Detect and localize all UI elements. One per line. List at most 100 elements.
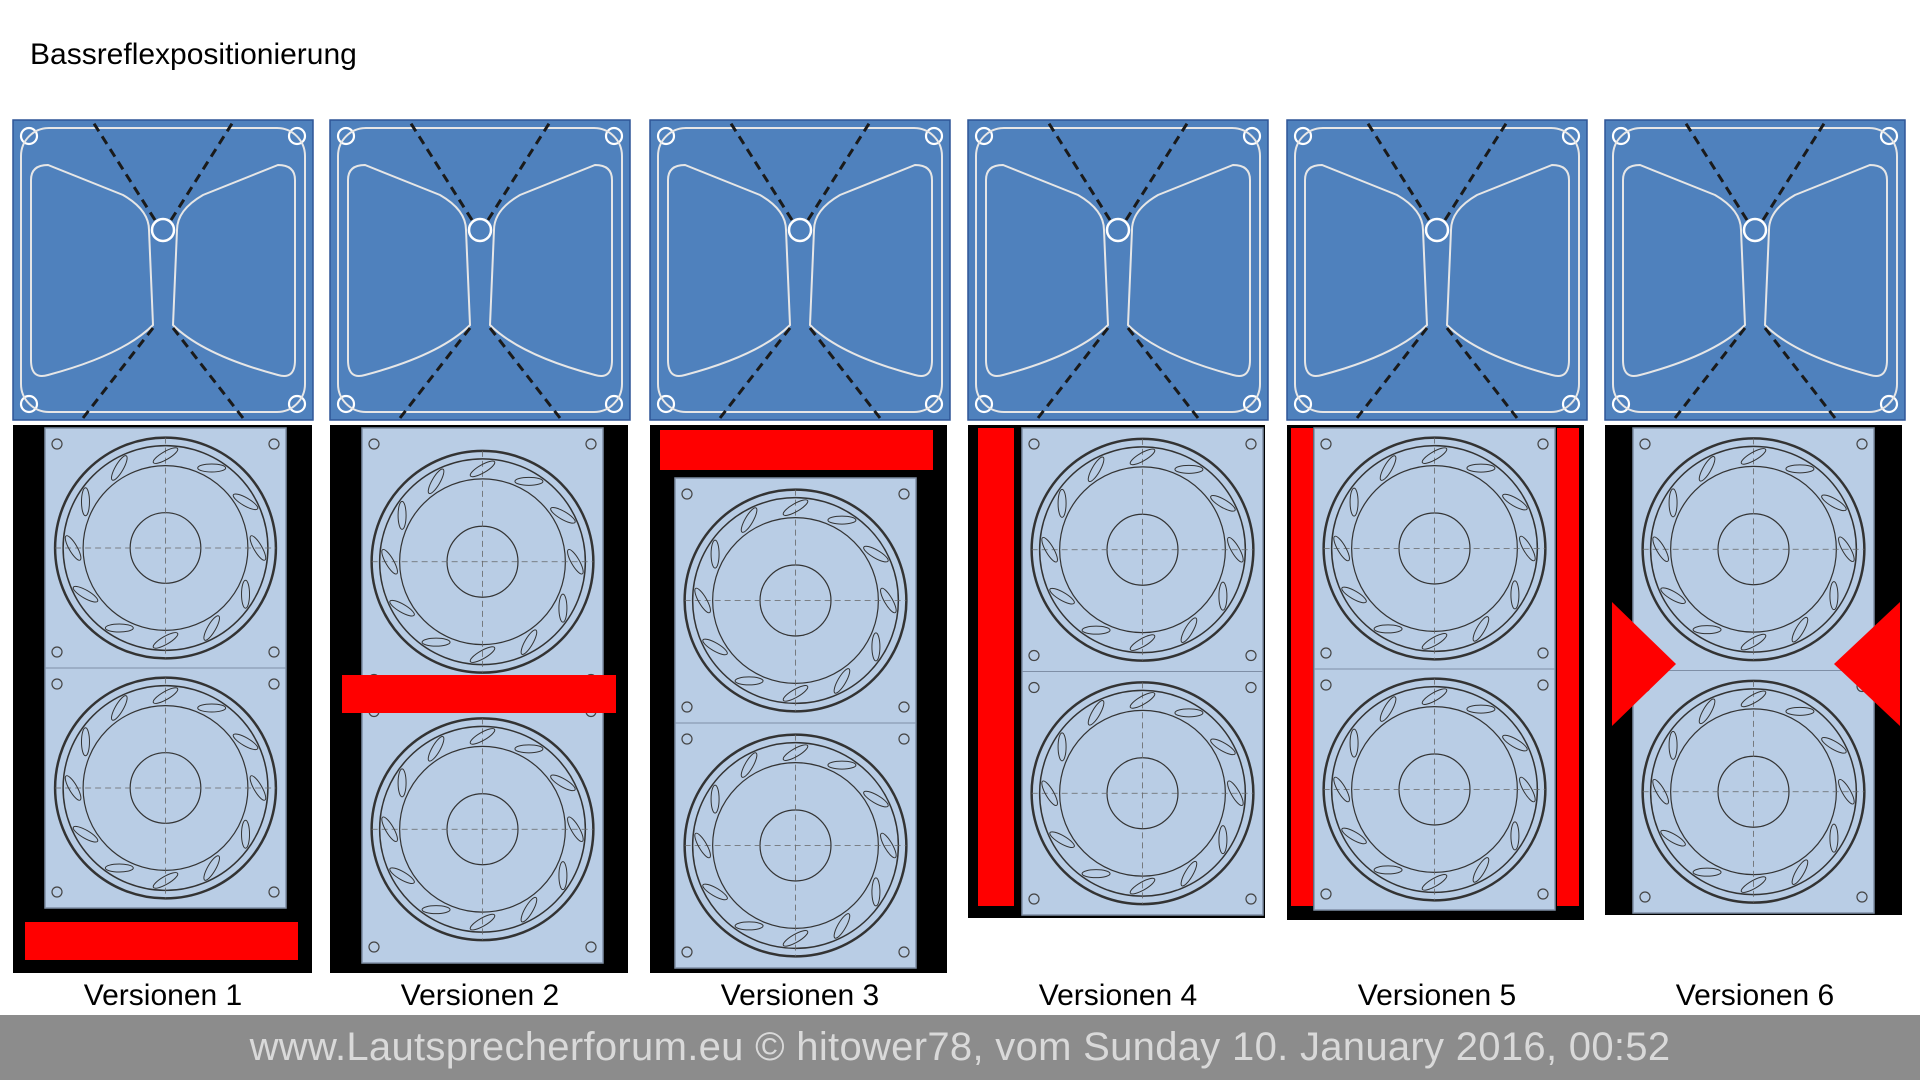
surround-fin [1421,874,1448,891]
surround-fin [1057,732,1067,762]
spoke-dashed-line [398,327,472,419]
screw-hole-icon [51,646,63,658]
hub-circle-icon [467,217,493,243]
surround-fin [1660,829,1686,847]
surround-fin [469,460,496,478]
screw-hole-icon [1028,681,1040,694]
surround-fin [1174,464,1204,474]
surround-fin [104,863,134,873]
spoke-dashed-line [1761,121,1827,221]
surround-fin [1510,821,1520,851]
mount-hole-icon [1561,394,1581,414]
spoke-dashed-line [806,121,872,221]
screw-hole-icon [1245,893,1257,905]
surround-fin [1379,455,1397,481]
screw-hole-icon [681,946,693,958]
driver-panel-v3 [674,477,917,969]
surround-fin [1740,876,1767,893]
surround-fin [1379,696,1397,722]
surround-fin [1227,780,1244,807]
frame-bowtie-outline [1622,163,1888,377]
woofer-driver [370,717,595,942]
surround-fin [1129,634,1156,651]
surround-fin [1341,586,1367,604]
screw-hole-icon [1028,893,1040,905]
surround-fin [1129,448,1156,466]
surround-fin [871,877,881,907]
surround-fin [152,632,179,649]
surround-fin [421,637,451,647]
surround-fin [567,816,584,843]
surround-fin [1081,869,1111,879]
surround-fin [514,476,544,486]
surround-fin [1785,706,1815,716]
surround-fin [1466,463,1496,473]
woofer-driver [1641,437,1866,662]
surround-fin [381,548,398,575]
bassreflex-port-v5 [1291,428,1313,906]
mount-hole-icon [336,394,356,414]
surround-fin [550,507,576,524]
surround-fin [550,774,576,792]
surround-fin [110,695,128,721]
surround-fin [558,593,568,623]
surround-fin [1041,536,1058,563]
surround-fin [232,733,259,751]
frame-outline [975,127,1261,413]
screw-hole-icon [1245,681,1257,694]
screw-hole-icon [51,438,63,450]
spoke-dashed-line [1365,121,1431,221]
surround-fin [1838,536,1855,563]
mount-hole-icon [1293,394,1313,414]
surround-fin [1180,617,1198,643]
surround-fin [1421,447,1448,464]
hub-circle-icon [1742,217,1768,243]
screw-hole-icon [898,488,910,500]
mount-hole-icon [19,394,39,414]
woofer-driver [370,449,595,674]
top-panel-v1 [12,119,314,421]
surround-fin [827,515,857,525]
surround-fin [249,775,267,801]
surround-fin [1057,488,1067,518]
top-panel-v5 [1286,119,1588,421]
surround-fin [1087,456,1105,483]
screw-hole-icon [681,488,693,500]
surround-fin [833,668,851,694]
surround-fin [1227,536,1244,563]
woofer-driver [1322,436,1547,661]
frame-bowtie-outline [1304,163,1570,377]
surround-fin [558,861,568,891]
surround-fin [871,632,881,662]
surround-fin [1785,464,1815,474]
frame-bowtie-outline [985,163,1251,377]
surround-fin [1081,625,1111,635]
surround-fin [514,744,544,754]
surround-fin [1660,587,1686,604]
surround-fin [197,463,227,473]
version-label-5: Versionen 5 [1358,979,1516,1012]
screw-hole-icon [1856,438,1868,450]
version-label-4: Versionen 4 [1039,979,1197,1012]
spoke-dashed-line [1126,327,1200,419]
mount-hole-icon [1242,394,1262,414]
frame-bowtie-outline [347,163,613,377]
surround-fin [1829,823,1839,853]
surround-fin [694,832,711,859]
top-panel-v6 [1604,119,1906,421]
bassreflex-port-v6 [1834,602,1900,726]
surround-fin [1668,730,1678,760]
version-label-3: Versionen 3 [721,979,879,1012]
surround-fin [702,638,728,656]
woofer-driver [1322,677,1547,902]
bassreflex-port-v2 [342,675,616,713]
surround-fin [1740,448,1767,465]
screw-hole-icon [1537,888,1549,900]
screw-hole-icon [681,733,693,745]
top-panel-v4 [967,119,1269,421]
bassreflex-port-v3 [660,430,933,470]
surround-fin [1821,737,1847,754]
surround-fin [710,784,720,814]
screw-hole-icon [898,733,910,745]
